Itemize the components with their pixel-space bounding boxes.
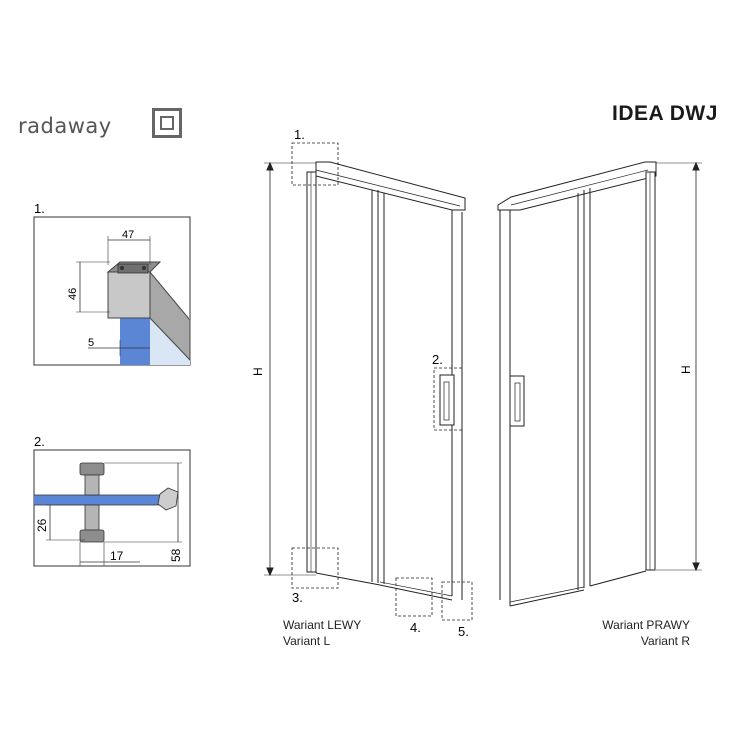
detail-2-dim-offset: 26 <box>35 518 49 532</box>
detail-2-dim-height: 58 <box>169 548 183 562</box>
brand-logo-mark <box>152 108 182 138</box>
detail-2-marker: 2. <box>34 434 45 449</box>
detail-1-dim-glass: 5 <box>88 337 94 349</box>
left-marker-4: 4. <box>410 620 421 635</box>
right-variant-line2: Variant R <box>640 634 690 648</box>
product-title: IDEA DWJ <box>612 102 718 125</box>
left-variant-drawing <box>264 142 473 621</box>
detail-1-dim-height: 46 <box>67 288 79 300</box>
left-variant-line1: Wariant LEWY <box>283 618 362 632</box>
right-variant-line1: Wariant PRAWY <box>602 618 690 632</box>
brand-logo-text: radaway <box>18 114 112 138</box>
detail-1-panel <box>33 216 191 366</box>
detail-2-panel <box>33 449 191 567</box>
left-height-label: H <box>251 367 265 376</box>
left-variant-caption: Wariant LEWY Variant L <box>283 617 361 649</box>
right-variant-drawing <box>497 161 702 607</box>
detail-1-marker: 1. <box>34 201 45 216</box>
right-variant-caption: Wariant PRAWY Variant R <box>594 617 690 649</box>
left-marker-5: 5. <box>458 624 469 639</box>
left-marker-3: 3. <box>292 590 303 605</box>
left-variant-line2: Variant L <box>283 634 331 648</box>
right-height-label: H <box>679 365 693 374</box>
detail-2-dim-width: 17 <box>110 549 124 563</box>
left-marker-1: 1. <box>294 127 305 142</box>
left-marker-2: 2. <box>432 352 443 367</box>
detail-1-dim-width: 47 <box>122 229 134 241</box>
